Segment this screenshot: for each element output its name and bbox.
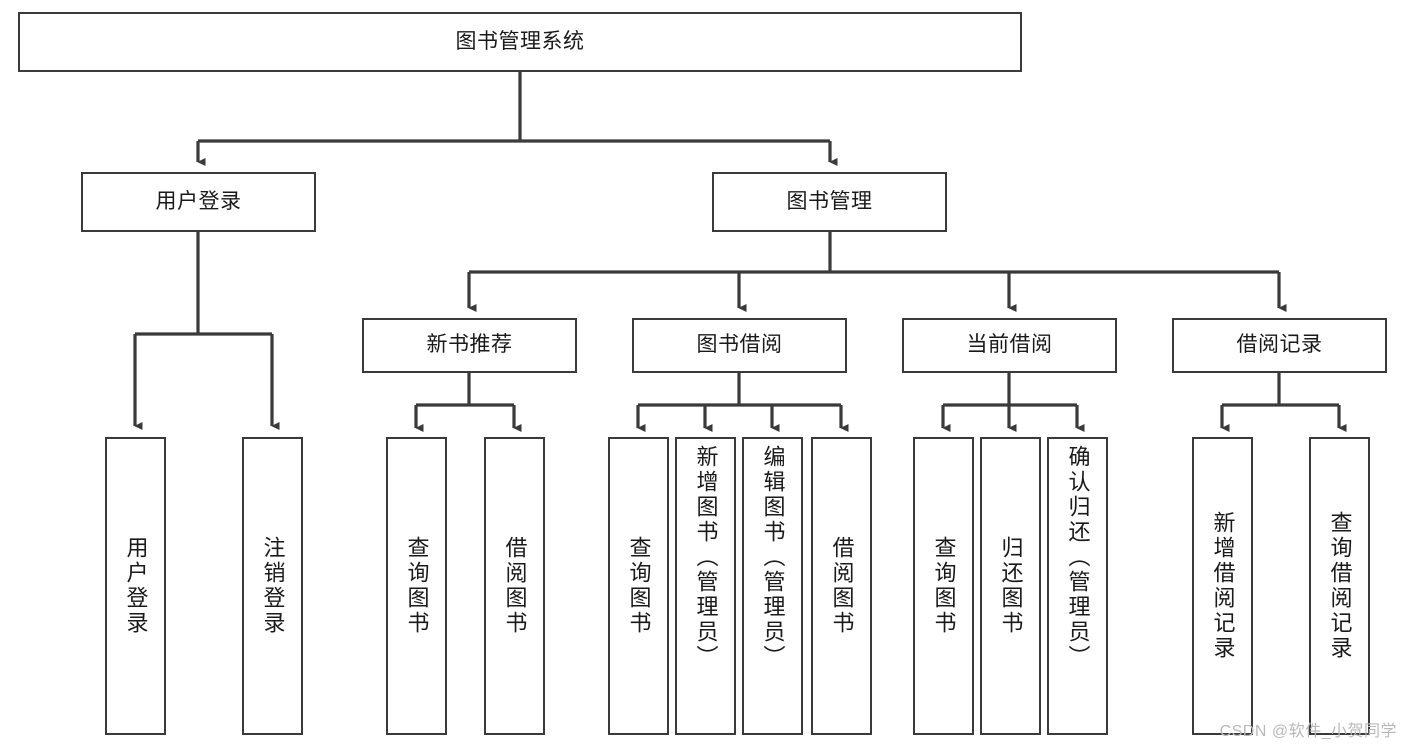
node-leaf-borrow-book-b-label: 借阅图书 — [829, 536, 855, 636]
node-leaf-query-book-c-label: 查询图书 — [931, 536, 957, 636]
node-leaf-borrow-book-a-label: 借阅图书 — [502, 536, 528, 636]
node-new-book-recommend-label: 新书推荐 — [426, 333, 513, 357]
node-user-login-label: 用户登录 — [155, 189, 242, 213]
node-book-borrow[interactable]: 图书借阅 — [632, 318, 847, 373]
node-leaf-edit-book-admin[interactable]: 编辑图书（管理员） — [742, 437, 803, 735]
node-borrow-record[interactable]: 借阅记录 — [1172, 318, 1387, 373]
node-book-management[interactable]: 图书管理 — [712, 172, 947, 232]
node-leaf-query-book-b-label: 查询图书 — [626, 536, 652, 636]
node-leaf-borrow-book-b[interactable]: 借阅图书 — [811, 437, 872, 735]
node-leaf-confirm-return-admin-label: 确认归还（管理员） — [1065, 445, 1091, 670]
node-leaf-return-book[interactable]: 归还图书 — [980, 437, 1041, 735]
node-leaf-add-book-admin[interactable]: 新增图书（管理员） — [675, 437, 736, 735]
node-current-borrow[interactable]: 当前借阅 — [902, 318, 1117, 373]
node-leaf-query-book-a[interactable]: 查询图书 — [386, 437, 447, 735]
node-root-label: 图书管理系统 — [455, 29, 585, 53]
node-leaf-user-login[interactable]: 用户登录 — [105, 437, 166, 735]
node-borrow-record-label: 借阅记录 — [1236, 333, 1323, 357]
node-leaf-user-login-label: 用户登录 — [123, 536, 149, 636]
node-leaf-query-book-a-label: 查询图书 — [404, 536, 430, 636]
node-leaf-add-borrow-record[interactable]: 新增借阅记录 — [1192, 437, 1253, 735]
node-book-management-label: 图书管理 — [786, 189, 873, 213]
node-leaf-add-book-admin-label: 新增图书（管理员） — [693, 445, 719, 670]
node-leaf-confirm-return-admin[interactable]: 确认归还（管理员） — [1047, 437, 1108, 735]
node-current-borrow-label: 当前借阅 — [966, 333, 1053, 357]
node-leaf-borrow-book-a[interactable]: 借阅图书 — [484, 437, 545, 735]
node-leaf-logout-label: 注销登录 — [260, 536, 286, 636]
node-leaf-logout[interactable]: 注销登录 — [242, 437, 303, 735]
node-new-book-recommend[interactable]: 新书推荐 — [362, 318, 577, 373]
node-leaf-add-borrow-record-label: 新增借阅记录 — [1210, 511, 1236, 661]
node-leaf-query-book-b[interactable]: 查询图书 — [608, 437, 669, 735]
node-leaf-query-borrow-record-label: 查询借阅记录 — [1327, 511, 1353, 661]
node-leaf-query-borrow-record[interactable]: 查询借阅记录 — [1309, 437, 1370, 735]
node-leaf-edit-book-admin-label: 编辑图书（管理员） — [760, 445, 786, 670]
node-leaf-return-book-label: 归还图书 — [998, 536, 1024, 636]
node-user-login[interactable]: 用户登录 — [81, 172, 316, 232]
node-book-borrow-label: 图书借阅 — [696, 333, 783, 357]
node-leaf-query-book-c[interactable]: 查询图书 — [913, 437, 974, 735]
node-root[interactable]: 图书管理系统 — [18, 12, 1022, 72]
